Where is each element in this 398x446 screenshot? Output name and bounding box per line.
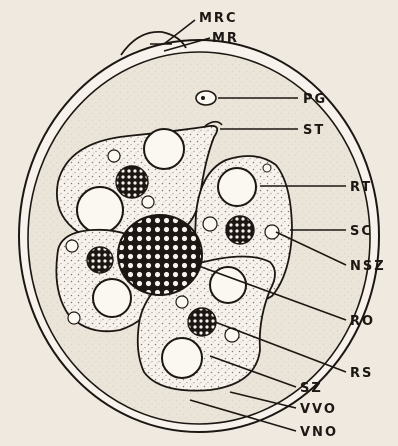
- label-mrc: MRC: [199, 11, 238, 26]
- label-pg: PG: [303, 92, 327, 107]
- label-mr: MR: [212, 31, 239, 46]
- label-rt: RT: [350, 180, 372, 195]
- label-ro: RO: [350, 314, 375, 329]
- residual-body-sporocyst: [116, 166, 148, 198]
- label-rs: RS: [350, 366, 373, 381]
- label-st: ST: [303, 123, 325, 138]
- oocyst-residual-body: [118, 215, 202, 295]
- label-vvo: VVO: [300, 402, 337, 417]
- label-vno: VNO: [300, 425, 338, 440]
- polar-granule: [196, 91, 216, 105]
- label-sz: SZ: [300, 381, 323, 396]
- label-sc: SC: [350, 224, 373, 239]
- label-nsz: NSZ: [350, 259, 386, 274]
